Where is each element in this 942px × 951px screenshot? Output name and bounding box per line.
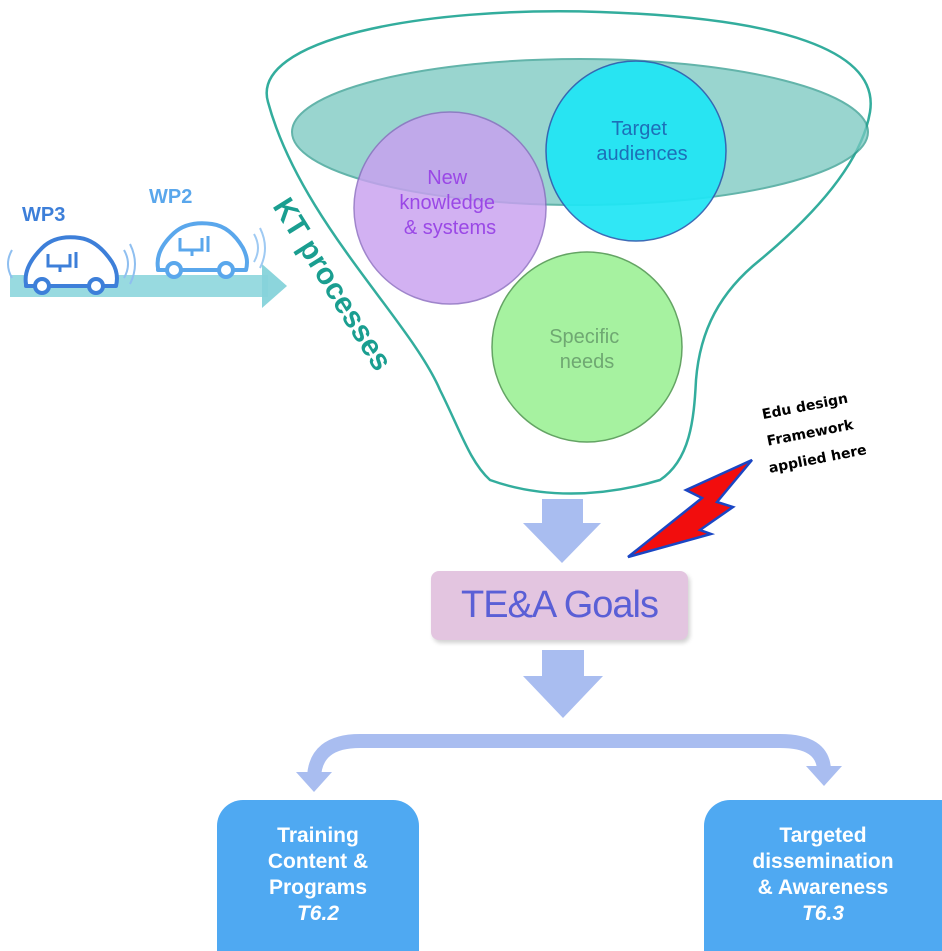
output-training-line-3: Programs <box>268 876 368 899</box>
lightning-bolt-icon <box>627 458 753 559</box>
output-training-line-1: Training <box>277 824 359 847</box>
split-arrow-left-head <box>296 772 332 792</box>
output-dissemination-line-1: Targeted <box>779 824 867 847</box>
edu-design-note: Edu design Framework applied here <box>757 389 868 477</box>
vehicle-label-wp3: WP3 <box>22 204 65 226</box>
output-dissemination-line-3: & Awareness <box>757 876 889 899</box>
split-arrow-right <box>572 734 831 771</box>
circle-new-knowledge <box>353 111 547 305</box>
circle-label-target-audiences: Target audiences <box>596 118 687 165</box>
circle-label-specific-needs: Specific needs <box>549 326 625 373</box>
output-box-training: Training Content & Programs T6.2 <box>217 800 419 951</box>
down-arrow-to-outputs <box>523 650 603 718</box>
circle-target-audiences <box>545 60 727 242</box>
down-arrow-to-goals <box>523 499 601 563</box>
split-arrow-left <box>307 734 572 779</box>
output-dissemination-task: T6.3 <box>801 902 845 925</box>
output-box-dissemination: Targeted dissemination & Awareness T6.3 <box>704 800 942 951</box>
car-icon-wp2 <box>155 221 266 279</box>
car-icon-wp3 <box>7 235 136 295</box>
vehicle-label-wp2: WP2 <box>149 186 192 208</box>
circle-specific-needs <box>491 251 683 443</box>
output-training-line-2: Content & <box>267 850 369 873</box>
te-a-goals-box: TE&A Goals <box>431 571 688 640</box>
circle-label-new-knowledge: New knowledge & systems <box>399 167 500 239</box>
split-arrow-right-head <box>806 766 842 786</box>
output-training-task: T6.2 <box>296 902 340 925</box>
output-dissemination-line-2: dissemination <box>752 850 894 873</box>
